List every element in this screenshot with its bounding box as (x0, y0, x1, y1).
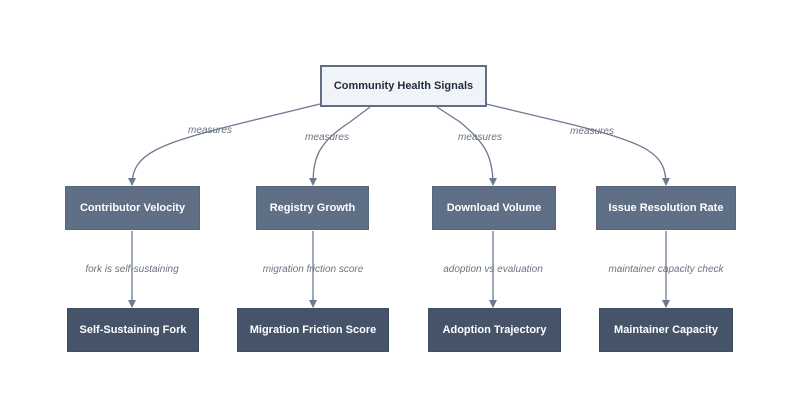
node-issue-resolution-rate: Issue Resolution Rate (596, 186, 736, 230)
leaf-node-self-sustaining-fork: Self-Sustaining Fork (67, 308, 199, 352)
edge-label-measures-4: measures (570, 126, 614, 137)
node-label: Registry Growth (269, 202, 356, 214)
node-download-volume: Download Volume (432, 186, 556, 230)
node-contributor-velocity: Contributor Velocity (65, 186, 200, 230)
root-node-label: Community Health Signals (333, 80, 474, 92)
node-label: Contributor Velocity (79, 202, 186, 214)
edge-label-migration-friction-score: migration friction score (263, 264, 364, 275)
edge-label-fork-is-self-sustaining: fork is self-sustaining (85, 264, 179, 275)
edge-label-measures-2: measures (305, 132, 349, 143)
edge-label-measures-3: measures (458, 132, 502, 143)
edge-root-to-contributor-velocity (128, 103, 321, 186)
node-label: Issue Resolution Rate (608, 202, 724, 214)
leaf-label: Self-Sustaining Fork (79, 324, 187, 336)
leaf-label: Adoption Trajectory (442, 324, 547, 336)
leaf-node-maintainer-capacity: Maintainer Capacity (599, 308, 733, 352)
root-node-community-health-signals: Community Health Signals (320, 65, 487, 107)
edge-label-maintainer-capacity-check: maintainer capacity check (608, 264, 724, 275)
edge-root-to-download-volume (436, 106, 497, 186)
leaf-label: Migration Friction Score (249, 324, 377, 336)
edge-root-to-registry-growth (309, 106, 371, 186)
node-registry-growth: Registry Growth (256, 186, 369, 230)
node-label: Download Volume (446, 202, 542, 214)
edge-root-to-issue-resolution-rate (485, 103, 670, 186)
edge-label-adoption-vs-evaluation: adoption vs evaluation (443, 264, 543, 275)
leaf-node-migration-friction-score: Migration Friction Score (237, 308, 389, 352)
leaf-label: Maintainer Capacity (614, 324, 718, 336)
leaf-node-adoption-trajectory: Adoption Trajectory (428, 308, 561, 352)
edge-label-measures-1: measures (188, 125, 232, 136)
